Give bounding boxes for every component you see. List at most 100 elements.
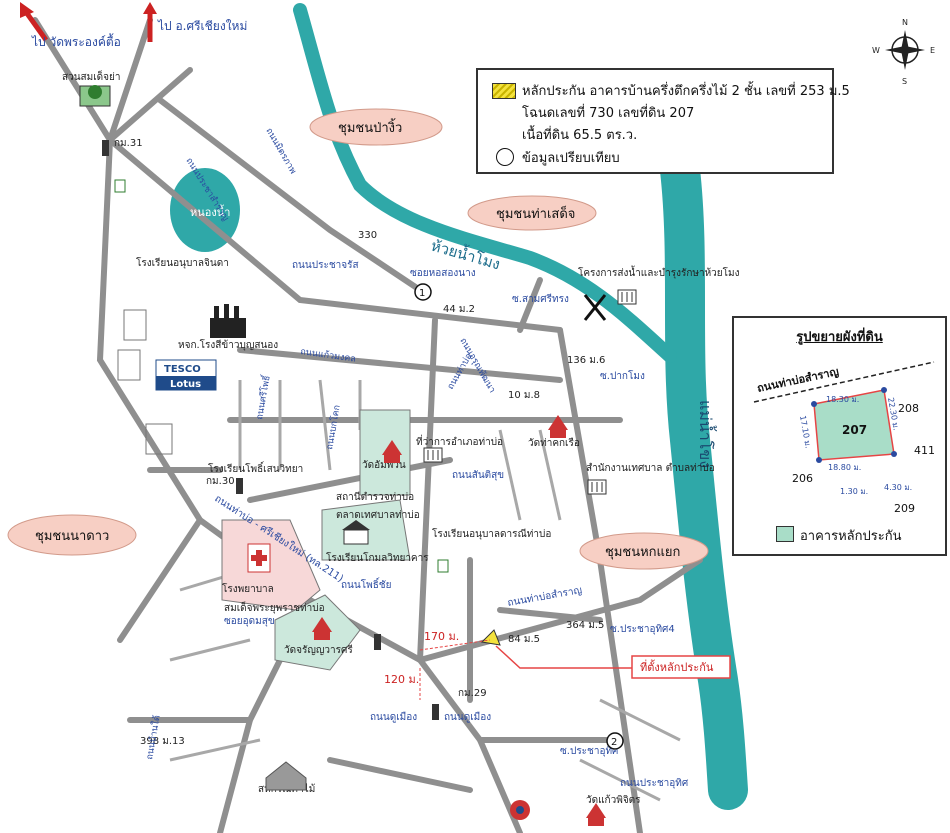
inset-plot-label: 207	[842, 423, 867, 437]
collateral-callout-text: ที่ตั้งหลักประกัน	[640, 659, 714, 674]
community-pa-ngio-bubble	[309, 108, 443, 146]
inset-diagram: ถนนท่าบ่อสำราญ 207 208 411 206 209 18.30…	[753, 361, 935, 515]
inset-dim-4: 17.10 ม.	[798, 415, 813, 449]
temple-icon	[548, 415, 568, 438]
road-left2-label: ถนนศรีโพธิ์	[252, 373, 273, 421]
inset-neighbor-208: 208	[898, 402, 919, 415]
park-icon	[79, 85, 111, 107]
num330-label: 330	[358, 230, 377, 241]
legend-collateral-swatch	[492, 83, 516, 99]
road-dumuang2-label: ถนนดูเมือง	[444, 711, 491, 723]
temple-icon	[586, 803, 606, 826]
comparison-marker-1	[414, 283, 432, 301]
compass-rose	[885, 30, 925, 70]
gas-station-icon	[510, 800, 530, 820]
inset-road-line	[753, 361, 935, 403]
wat-charoen-label: วัดจรัญญวารศรี	[284, 644, 353, 656]
comparison-marker-1-label: 1	[419, 288, 425, 299]
inset-plot-map: รูปขยายผังที่ดิน ถนนท่าบ่อสำราญ 207 208 …	[732, 316, 947, 556]
legend-collateral-line3: เนื้อที่ดิน 65.5 ตร.ว.	[522, 128, 638, 143]
inset-neighbor-411: 411	[914, 444, 935, 457]
legend-box: หลักประกัน อาคารบ้านครึ่งตึกครึ่งไม้ 2 ช…	[476, 68, 850, 174]
inset-dim-5: 1.30 ม.	[840, 487, 868, 496]
community-hok-yaek-bubble	[579, 532, 709, 570]
lotus-text: Lotus	[170, 379, 201, 390]
bridge-icon	[583, 294, 607, 321]
road-thabo-label: ถนนท่าบ่อสำราญ	[507, 585, 583, 609]
store-icon	[114, 179, 126, 193]
inset-corner-marker	[891, 451, 897, 457]
government-icon	[587, 479, 607, 495]
num398-label: 398 ม.13	[140, 736, 185, 747]
crosswalk-icon	[117, 349, 141, 381]
wat-amphawan-label: วัดอัมพวัน	[362, 460, 406, 471]
hospital-label: โรงพยาบาล	[222, 582, 274, 595]
soi-pakmong-label: ซ.ปากโมง	[600, 369, 645, 382]
municipal-label: สำนักงานเทศบาล ตำบลท่าบ่อ	[586, 463, 715, 474]
inset-neighbor-209: 209	[894, 502, 915, 515]
community-pa-ngio-label: ชุมชนป่างิ้ว	[338, 118, 402, 136]
road-left1-label: ถนนมิตรภาพ	[263, 126, 298, 176]
inset-dim-3: 18.80 ม.	[828, 463, 861, 472]
inset-corner-marker	[816, 457, 822, 463]
warehouse-icon	[265, 761, 307, 791]
soi-pracha4-label: ซ.ประชาอุทิศ4	[610, 624, 675, 635]
tesco-lotus-logo: TESCO Lotus	[155, 359, 217, 391]
park-label: สวนสมเด็จย่า	[62, 69, 121, 83]
collateral-callout-box	[631, 655, 731, 679]
government-icon	[617, 289, 637, 305]
government-icon	[423, 447, 443, 463]
wat-kaew-label: วัดแก้วพิจิตร	[586, 794, 641, 806]
hospital-label-2: สมเด็จพระยุพราชท่าบ่อ	[224, 600, 325, 614]
school-icon	[342, 520, 370, 545]
num84-label: 84 ม.5	[508, 634, 540, 645]
inset-dim-6: 4.30 ม.	[884, 483, 912, 492]
district-office-label: ที่ว่าการอำเภอท่าบ่อ	[416, 434, 503, 448]
num364-label: 364 ม.5	[566, 620, 604, 631]
comparison-marker-2-label: 2	[611, 737, 617, 748]
compass-s: S	[902, 77, 907, 86]
inset-legend-label: อาคารหลักประกัน	[800, 529, 902, 544]
factory-icon	[210, 304, 246, 338]
road-mid3-label: ถนนแก้วมงคล	[300, 346, 357, 365]
collateral-marker	[480, 629, 501, 646]
dist120-label: 120 ม.	[384, 673, 419, 686]
tesco-text: TESCO	[164, 364, 201, 375]
market-label: ตลาดเทศบาลท่าบ่อ	[336, 510, 420, 521]
traffic-light-icon	[374, 634, 381, 650]
legend-comparison-label: ข้อมูลเปรียบเทียบ	[522, 151, 620, 166]
wat-thakhaek-label: วัดท่าคกเรือ	[528, 437, 580, 449]
inset-road-label: ถนนท่าบ่อสำราญ	[756, 365, 840, 395]
road-pracha-label: ถนนประชาอุทิศ	[620, 778, 689, 789]
school-pho-label: โรงเรียนโพธิ์เสนวิทยา	[208, 461, 303, 475]
road-dumuang-label: ถนนดูเมือง	[370, 711, 417, 723]
legend-collateral-line2: โฉนดเลขที่ 730 เลขที่ดิน 207	[522, 106, 695, 121]
crosswalk-icon	[145, 423, 173, 455]
crosswalk-icon	[123, 309, 147, 341]
num44-label: 44 ม.2	[443, 304, 475, 315]
km30-label: กม.30	[206, 476, 235, 487]
road-prachacharat-label: ถนนประชาจรัส	[292, 260, 359, 271]
mekong-river	[660, 150, 748, 810]
arrow-right-label: ไป อ.ศรีเชียงใหม่	[157, 19, 247, 33]
roads	[32, 17, 703, 833]
soi-samsri-label: ซ.สามศรีทรง	[512, 293, 569, 305]
traffic-light-icon	[236, 478, 243, 494]
community-na-dao-label: ชุมชนนาดาว	[35, 529, 109, 544]
police-label: สถานีตำรวจท่าบ่อ	[336, 491, 414, 503]
compass-w: W	[872, 46, 880, 55]
soi-hor-label: ซอยหอสองนาง	[410, 268, 476, 279]
hospital-block	[221, 519, 321, 611]
road-santisuk-label: ถนนสันติสุข	[452, 470, 504, 481]
school-anuban-label: โรงเรียนอนุบาลดารณีท่าบ่อ	[432, 527, 551, 540]
num10-label: 10 ม.8	[508, 390, 540, 401]
arrow-left-label: ไป วัดพระองค์ตื้อ	[31, 33, 121, 49]
inset-title: รูปขยายผังที่ดิน	[796, 330, 883, 345]
traffic-light-icon	[102, 140, 109, 156]
project-label: โครงการส่งน้ำและบำรุงรักษาห้วยโมง	[578, 265, 740, 279]
inset-corner-marker	[881, 387, 887, 393]
inset-dim-1: 18.30 ม.	[826, 395, 859, 404]
community-tha-sadet-bubble	[467, 195, 597, 231]
dist170-label: 170 ม.	[424, 630, 459, 643]
store-icon	[437, 559, 449, 573]
